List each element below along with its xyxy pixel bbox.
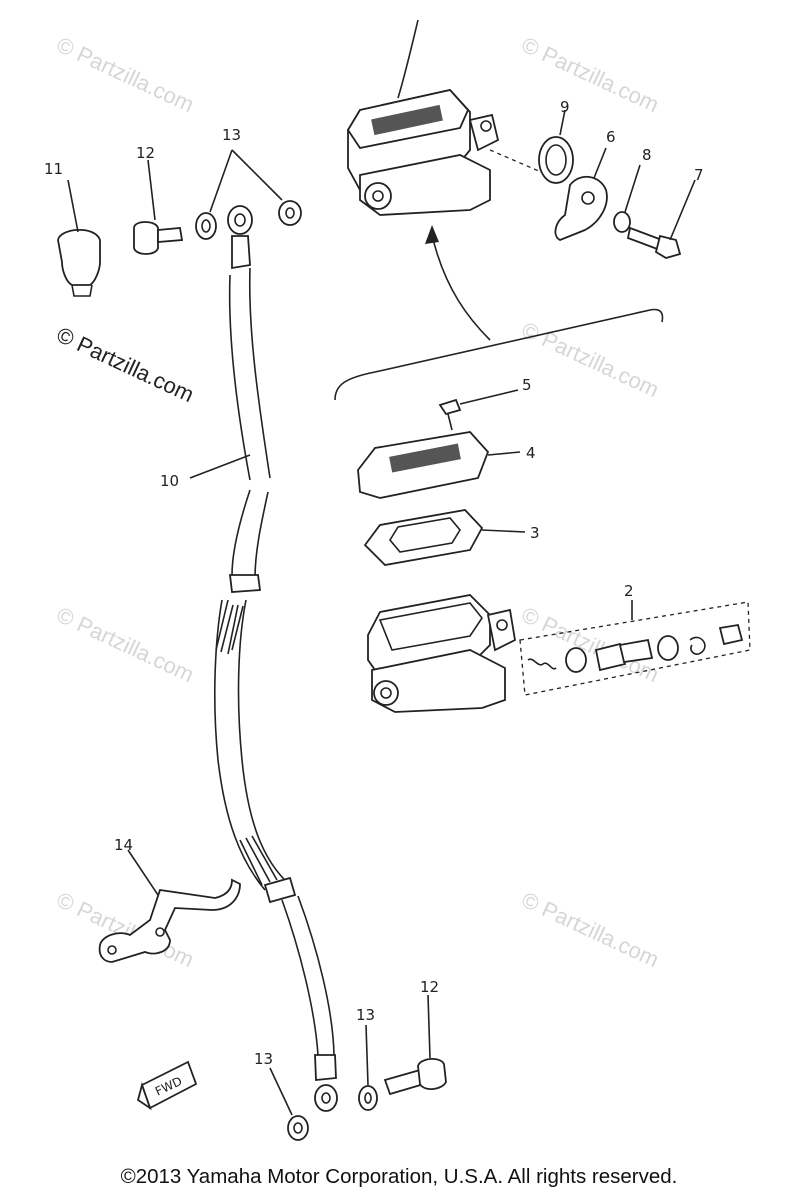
watermark-primary: © Partzilla.com bbox=[53, 322, 198, 407]
callout-13-top: 13 bbox=[222, 126, 241, 144]
callout-labels: 2 3 4 5 6 7 8 9 10 11 12 12 13 13 13 14 bbox=[44, 98, 704, 1068]
part-14-bracket bbox=[98, 849, 241, 963]
callout-12-top: 12 bbox=[136, 144, 155, 162]
part-3-diaphragm bbox=[363, 509, 526, 566]
callout-7: 7 bbox=[694, 166, 704, 184]
callout-4: 4 bbox=[526, 444, 536, 462]
callout-13-bottom: 13 bbox=[254, 1050, 273, 1068]
watermark: © Partzilla.com bbox=[518, 887, 663, 972]
watermark: © Partzilla.com bbox=[53, 602, 198, 687]
part-9-dust-seal bbox=[538, 109, 574, 184]
callout-5: 5 bbox=[522, 376, 532, 394]
part-13-washers-top bbox=[195, 149, 302, 240]
part-13-washers-bottom bbox=[269, 1024, 378, 1141]
callout-10: 10 bbox=[160, 472, 179, 490]
part-2-cylinder-body bbox=[367, 594, 516, 713]
master-cylinder-assembled bbox=[346, 19, 549, 216]
callout-8: 8 bbox=[642, 146, 652, 164]
piston-kit bbox=[519, 600, 751, 696]
part-12-union-bolt-top bbox=[133, 159, 184, 255]
part-8-washer bbox=[613, 164, 641, 233]
callout-3: 3 bbox=[530, 524, 540, 542]
callout-6: 6 bbox=[606, 128, 616, 146]
callout-12-bottom: 12 bbox=[420, 978, 439, 996]
part-12-union-bolt-bottom bbox=[383, 994, 447, 1096]
callout-14: 14 bbox=[114, 836, 133, 854]
forward-arrow-icon: FWD bbox=[136, 1060, 198, 1111]
watermark: © Partzilla.com bbox=[53, 32, 198, 117]
callout-13-mid: 13 bbox=[356, 1006, 375, 1024]
part-11-cap bbox=[57, 179, 101, 297]
assembly-arrow bbox=[425, 225, 491, 341]
callout-9: 9 bbox=[560, 98, 570, 116]
part-6-holder bbox=[554, 147, 608, 241]
part-7-bolt bbox=[626, 179, 696, 259]
exploded-view-bracket bbox=[334, 308, 664, 401]
callout-2: 2 bbox=[624, 582, 634, 600]
copyright-notice: ©2013 Yamaha Motor Corporation, U.S.A. A… bbox=[120, 1165, 678, 1188]
callout-11: 11 bbox=[44, 160, 63, 178]
part-4-reservoir-cap bbox=[357, 431, 521, 499]
part-5-screw bbox=[438, 389, 519, 431]
watermark: © Partzilla.com bbox=[518, 317, 663, 402]
part-10-brake-hose bbox=[189, 205, 338, 1112]
watermark: © Partzilla.com bbox=[518, 32, 663, 117]
